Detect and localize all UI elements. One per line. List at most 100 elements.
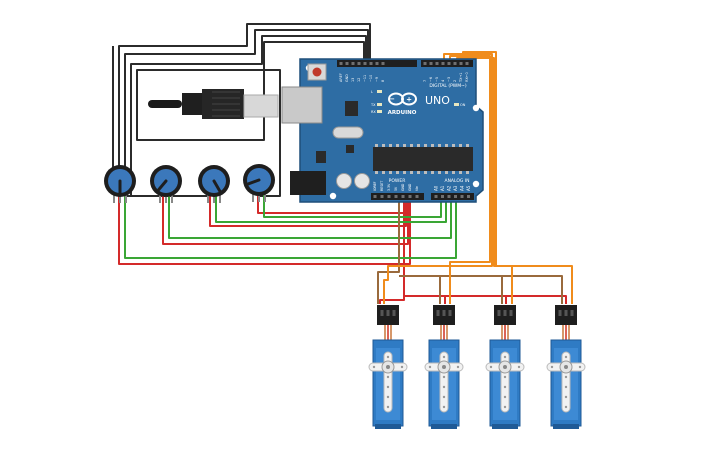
analog-pin-label: A3 [453,185,458,191]
power-wire-1 [118,195,411,265]
servo-motor[interactable] [368,305,408,429]
mounting-hole [472,104,480,112]
analog-pin[interactable] [460,195,464,198]
chip-leg [403,171,406,174]
connector-pin [448,310,452,316]
digital-pin[interactable] [357,62,361,65]
potentiometers [104,164,275,203]
gnd-wire-4 [136,41,365,197]
pot-pointer [156,179,168,193]
pot-leg [252,194,254,202]
chip-leg [445,144,448,147]
potentiometer[interactable] [150,165,182,203]
signal-wire-2 [168,195,452,239]
digital-pin[interactable] [339,62,343,65]
connector-pin [436,310,440,316]
chip-leg [424,171,427,174]
horn-hole [550,365,554,369]
connector-pin [564,310,568,316]
signal-wires [124,195,457,259]
digital-pin[interactable] [447,62,451,65]
horn-hole [442,355,446,359]
digital-pin-label: ~10 [369,75,373,82]
power-pin[interactable] [380,195,384,198]
power-pin[interactable] [408,195,412,198]
analog-pin[interactable] [467,195,470,198]
analog-pin[interactable] [441,195,444,198]
analog-header [431,193,474,200]
chip-leg [396,171,399,174]
pot-leg [165,195,167,203]
mounting-hole [472,180,480,188]
small-chip [346,145,354,153]
digital-pin[interactable] [375,62,379,65]
servo-motor[interactable] [424,305,464,429]
power-pin[interactable] [387,195,391,198]
pot-leg [264,194,266,202]
digital-pin-label: ~3 [447,77,451,82]
potentiometer[interactable] [243,164,275,202]
power-pin-label: Vin [415,186,419,191]
horn-hole [517,365,521,369]
analog-pin[interactable] [447,195,451,198]
board-brand: ARDUINO [388,110,417,116]
digital-pin[interactable] [369,62,373,65]
digital-pin[interactable] [441,62,445,65]
analog-pin[interactable] [434,195,438,198]
chip-leg [417,171,420,174]
chip-leg [382,171,385,174]
connector-pin [497,310,501,316]
horn-hole [386,395,390,399]
digital-pin[interactable] [345,62,349,65]
servo-tab [553,424,579,429]
power-pin[interactable] [373,195,377,198]
servo-motor[interactable] [485,305,525,429]
connector-pin [380,310,384,316]
digital-pin[interactable] [423,62,427,65]
reset-button-cap[interactable] [312,67,322,77]
led-indicator [377,103,382,106]
servo-signal-2 [449,55,491,304]
connector-pin [442,310,446,316]
analog-pin[interactable] [454,195,457,198]
digital-pin-label: AREF [339,73,343,82]
pot-leg [125,195,127,203]
digital-pin[interactable] [465,62,469,65]
digital-pin-label: ~11 [363,75,367,82]
chip-leg [466,171,469,174]
digital-pin[interactable] [435,62,439,65]
digital-pin[interactable] [453,62,457,65]
usb-chip [345,101,358,116]
power-pin-label: GND [408,183,412,191]
chip-leg [424,144,427,147]
digital-pin-label: 12 [357,78,361,82]
usb-port [281,86,323,124]
analog-pin-label: A0 [434,185,439,191]
power-pin-label: IOREF [373,181,377,191]
servo-motor[interactable] [546,305,586,429]
digital-pin[interactable] [351,62,355,65]
chip-leg [431,144,434,147]
chip-leg [417,144,420,147]
digital-pin[interactable] [429,62,433,65]
crystal [332,126,364,139]
digital-pin[interactable] [459,62,463,65]
chip-leg [438,171,441,174]
potentiometer[interactable] [104,165,136,203]
servo-signal-4 [462,51,573,304]
power-pin[interactable] [401,195,405,198]
digital-pin[interactable] [363,62,367,65]
horn-hole [442,405,446,409]
led-label: RX [371,110,376,114]
connector-pin [392,310,396,316]
power-pin[interactable] [394,195,398,198]
power-pin[interactable] [415,195,419,198]
pot-pointer [212,179,222,194]
horn-hole [564,405,568,409]
analog-pin-label: A1 [440,185,445,191]
digital-pin[interactable] [381,62,385,65]
horn-hole [442,385,446,389]
potentiometer[interactable] [198,165,230,203]
